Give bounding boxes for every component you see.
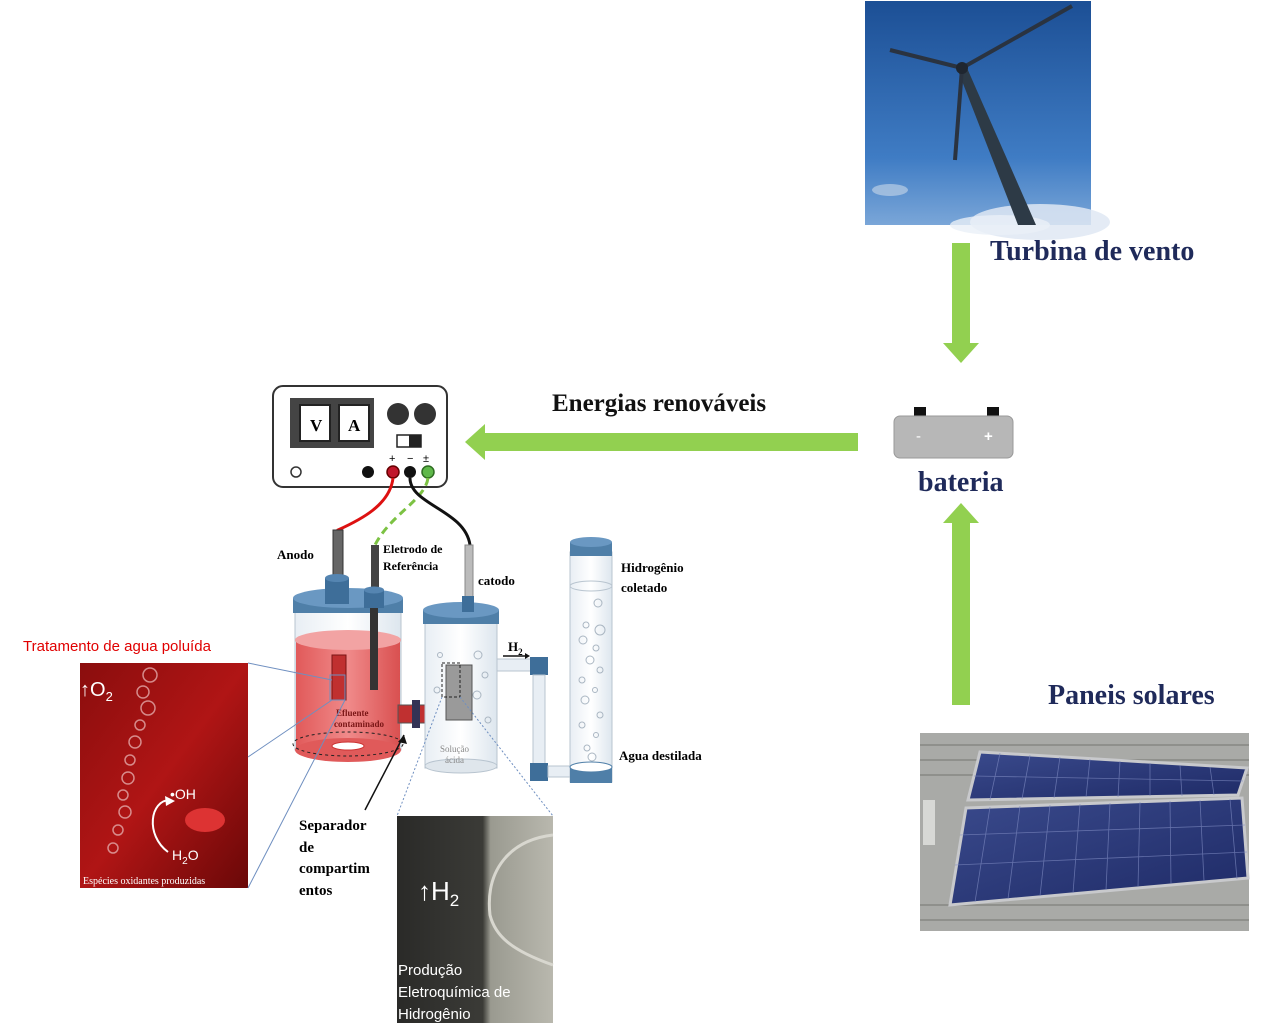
h2-production-photo: ↑H2 Produção Eletroquímica de Hidrogênio: [397, 816, 554, 1023]
anode-cell: Efluente contaminado: [292, 574, 404, 762]
psu-pm-label: ±: [423, 453, 429, 465]
acid-solution-label-2: ácida: [445, 755, 464, 765]
battery-minus-label: -: [916, 428, 921, 445]
reference-electrode-label-2: Referência: [383, 559, 438, 573]
distilled-water-label: Agua destilada: [619, 748, 702, 763]
psu-a-label: A: [348, 416, 361, 435]
acid-solution-label-1: Solução: [440, 744, 469, 754]
arrow-battery-to-supply: [465, 424, 858, 460]
gas-tube: [496, 653, 574, 781]
oh-radical-label: •OH: [170, 786, 196, 802]
h2o-label: H2O: [172, 847, 199, 867]
solar-panels-label: Paneis solares: [1048, 680, 1215, 711]
psu-v-label: V: [310, 416, 323, 435]
psu-minus-label: −: [407, 453, 413, 465]
arrow-solar-to-battery: [943, 503, 979, 705]
separator-label-4: entos: [299, 883, 332, 899]
h2-production-label-1: Produção: [398, 962, 462, 979]
wind-turbine-label: Turbina de vento: [990, 236, 1194, 267]
water-treatment-label: Tratamento de agua poluída: [23, 638, 212, 655]
anode-label: Anodo: [277, 547, 314, 562]
h2-big-label: ↑H2: [418, 876, 459, 910]
separator-label-1: Separador: [299, 818, 367, 834]
psu-plus-label: +: [389, 453, 395, 465]
anode-wire: [336, 477, 395, 580]
reference-wire: [373, 477, 430, 546]
oxidants-label: Espécies oxidantes produzidas: [83, 876, 205, 887]
cathode-cell: Solução ácida: [423, 596, 499, 774]
battery-label: bateria: [918, 467, 1004, 498]
effluent-label-1: Efluente: [336, 708, 369, 718]
renewables-label: Energias renováveis: [552, 390, 766, 417]
effluent-label-2: contaminado: [334, 719, 385, 729]
hydrogen-collected-label-2: coletado: [621, 580, 667, 595]
separator-label-2: de: [299, 840, 314, 856]
cathode-label: catodo: [478, 573, 515, 588]
hydrogen-collected-label-1: Hidrogênio: [621, 560, 684, 575]
h2-production-label-2: Eletroquímica de: [398, 984, 511, 1001]
cathode-wire: [408, 477, 472, 600]
h2-production-label-3: Hidrogênio: [398, 1006, 471, 1023]
zoom-lines-anode: [247, 662, 346, 889]
h2-flow-label: H2: [508, 639, 523, 657]
reference-electrode-label-1: Eletrodo de: [383, 542, 443, 556]
zoom-lines-cathode: [396, 696, 554, 817]
wind-turbine-photo: [865, 1, 1110, 240]
collection-cylinder: [569, 537, 613, 783]
power-supply-icon: V A + − ±: [272, 385, 448, 488]
separator-label-3: compartim: [299, 861, 370, 877]
solar-panel-photo: [920, 733, 1250, 931]
oxidation-photo: ↑O2 •OH H2O Espécies oxidantes produzida…: [80, 663, 248, 888]
battery-plus-label: +: [984, 428, 993, 445]
o2-label: ↑O2: [80, 679, 113, 704]
battery-icon: - +: [893, 407, 1014, 459]
arrow-turbine-to-battery: [943, 243, 979, 363]
